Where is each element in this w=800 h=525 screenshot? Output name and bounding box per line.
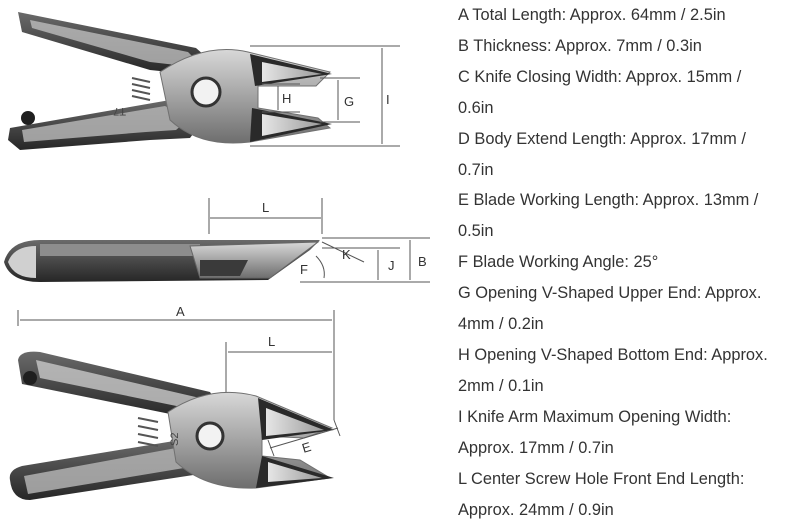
spec-line: E Blade Working Length: Approx. 13mm / [458,185,800,216]
label-i: I [386,92,390,107]
spec-line: L Center Screw Hole Front End Length: [458,464,800,495]
label-h: H [282,91,291,106]
spec-line: F Blade Working Angle: 25° [458,247,800,278]
bottom-end-rivet [23,371,37,385]
label-g: G [344,94,354,109]
spec-line: H Opening V-Shaped Bottom End: Approx. [458,340,800,371]
spec-line: 0.5in [458,216,800,247]
spec-line: I Knife Arm Maximum Opening Width: [458,402,800,433]
bottom-pivot-hole [197,423,223,449]
spec-line: 4mm / 0.2in [458,309,800,340]
spec-line: 0.7in [458,155,800,186]
label-f: F [300,262,308,277]
label-l-bottom: L [268,334,275,349]
label-j: J [388,258,395,273]
top-stamp: T7 [113,105,126,117]
specification-list: A Total Length: Approx. 64mm / 2.5in B T… [458,0,800,525]
spec-line: 2mm / 0.1in [458,371,800,402]
label-k: K [342,247,351,262]
bottom-stamp: S2 [169,433,181,446]
label-e: E [300,439,313,456]
top-end-rivet [21,111,35,125]
label-l-side: L [262,200,269,215]
spec-line: Approx. 17mm / 0.7in [458,433,800,464]
label-a: A [176,304,185,319]
tool-dimension-diagram: T7 I G H L B J K F [0,0,440,510]
top-plier: T7 [8,12,332,150]
spec-line: A Total Length: Approx. 64mm / 2.5in [458,0,800,31]
bottom-spring [138,418,158,446]
spec-line: C Knife Closing Width: Approx. 15mm / [458,62,800,93]
spec-line: G Opening V-Shaped Upper End: Approx. [458,278,800,309]
side-plier [4,240,320,282]
label-b: B [418,254,427,269]
spec-line: 0.6in [458,93,800,124]
spec-line: D Body Extend Length: Approx. 17mm / [458,124,800,155]
bottom-plier: S2 [10,352,334,500]
top-pivot-hole [192,78,220,106]
spec-line: B Thickness: Approx. 7mm / 0.3in [458,31,800,62]
top-spring [132,78,150,100]
